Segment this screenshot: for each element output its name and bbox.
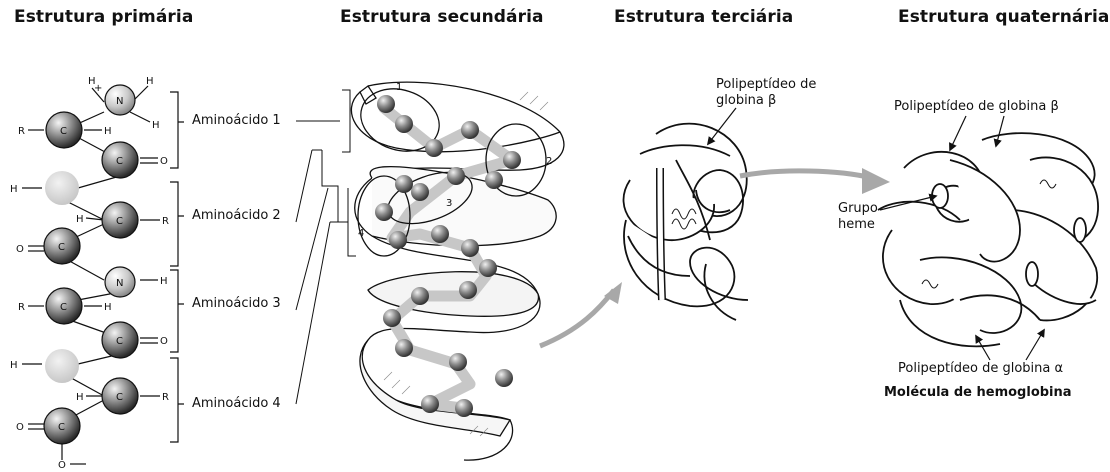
label-heme-line2: heme	[838, 217, 875, 232]
atom-letter: C	[116, 392, 123, 403]
atom-letter: R	[18, 126, 25, 137]
primary-atom-letters: N + H H H C R H C O H C R H C O N H C R …	[10, 76, 169, 471]
amino-connector-lines	[296, 90, 356, 404]
atom-letter: R	[162, 392, 169, 403]
helix-turn-number: 4	[358, 228, 364, 239]
atom-letter: R	[18, 302, 25, 313]
atom-letter: O	[160, 156, 168, 167]
atom-letter: H	[146, 76, 154, 87]
atom-letter: H	[10, 360, 18, 371]
atom-letter: C	[58, 242, 65, 253]
atom-letter: O	[160, 336, 168, 347]
nitrogen-atom-4	[45, 349, 79, 383]
helix-turn-number: 2	[546, 156, 552, 167]
atom-letter: C	[116, 336, 123, 347]
atom-letter: R	[162, 216, 169, 227]
tertiary-structure-beta-globin	[624, 124, 748, 320]
atom-letter: H	[160, 276, 168, 287]
atom-letter: C	[58, 422, 65, 433]
quaternary-structure-hemoglobin	[878, 133, 1098, 346]
atom-letter: H	[152, 120, 160, 131]
atom-letter: C	[116, 216, 123, 227]
atom-letter: O	[16, 244, 24, 255]
label-alpha-globin: Polipeptídeo de globina α	[898, 361, 1063, 376]
arrow-tertiary-to-quaternary-head	[862, 168, 890, 194]
label-aminoacid-1: Aminoácido 1	[192, 113, 281, 128]
helix-turn-number: 1	[396, 82, 402, 93]
label-aminoacid-2: Aminoácido 2	[192, 208, 281, 223]
atom-letter: H	[76, 214, 84, 225]
atom-letter: C	[116, 156, 123, 167]
arrow-secondary-to-tertiary	[540, 290, 614, 346]
helix-turn-number: 3	[446, 198, 452, 209]
atom-letter: H	[76, 392, 84, 403]
label-aminoacid-3: Aminoácido 3	[192, 296, 281, 311]
atom-letter: H	[104, 126, 112, 137]
tertiary-label-line1: Polipeptídeo de	[716, 77, 816, 92]
nitrogen-atom-2	[45, 171, 79, 205]
alpha-helix: 1 2 3 4	[351, 79, 564, 460]
atom-letter: H	[88, 76, 96, 87]
atom-letter: N	[116, 96, 123, 107]
label-hemoglobin-molecule: Molécula de hemoglobina	[884, 385, 1072, 400]
tertiary-label-line2: globina β	[716, 93, 776, 108]
atom-letter: O	[58, 460, 66, 471]
label-aminoacid-4: Aminoácido 4	[192, 396, 281, 411]
atom-letter: H	[10, 184, 18, 195]
primary-structure	[22, 85, 184, 464]
atom-letter: O	[16, 422, 24, 433]
label-beta-globin: Polipeptídeo de globina β	[894, 99, 1059, 114]
atom-letter: C	[60, 302, 67, 313]
atom-letter: C	[60, 126, 67, 137]
label-heme-line1: Grupo	[838, 201, 878, 216]
atom-letter: H	[104, 302, 112, 313]
arrow-tertiary-to-quaternary	[740, 171, 872, 178]
atom-letter: N	[116, 278, 123, 289]
